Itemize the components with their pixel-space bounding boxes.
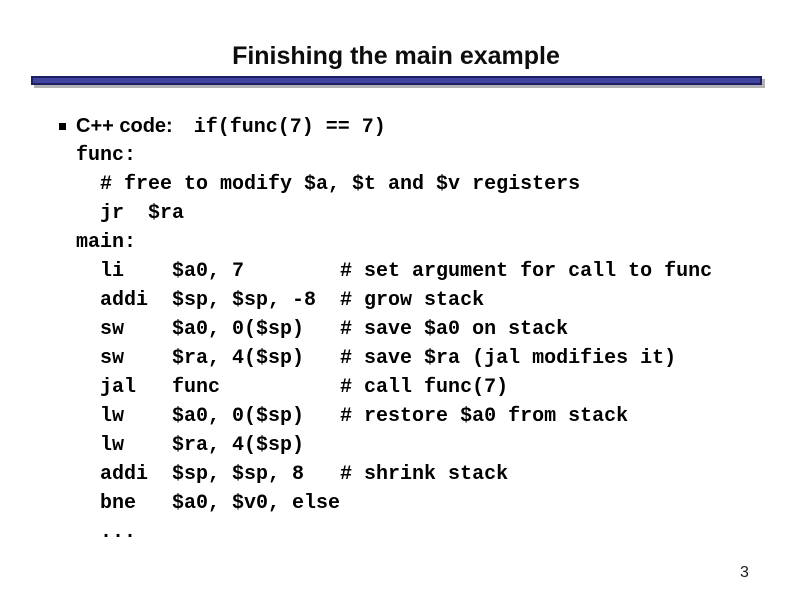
inline-cpp-code: if(func(7) == 7): [193, 116, 386, 139]
bullet-square-icon: [59, 123, 66, 130]
page-number: 3: [740, 564, 749, 581]
title-divider-bar: [31, 76, 762, 85]
assembly-code-block: func: # free to modify $a, $t and $v reg…: [76, 144, 713, 544]
bullet-line: C++ code: if(func(7) == 7): [76, 112, 386, 142]
bullet-label: C++ code:: [76, 115, 173, 137]
page-title: Finishing the main example: [232, 42, 560, 70]
